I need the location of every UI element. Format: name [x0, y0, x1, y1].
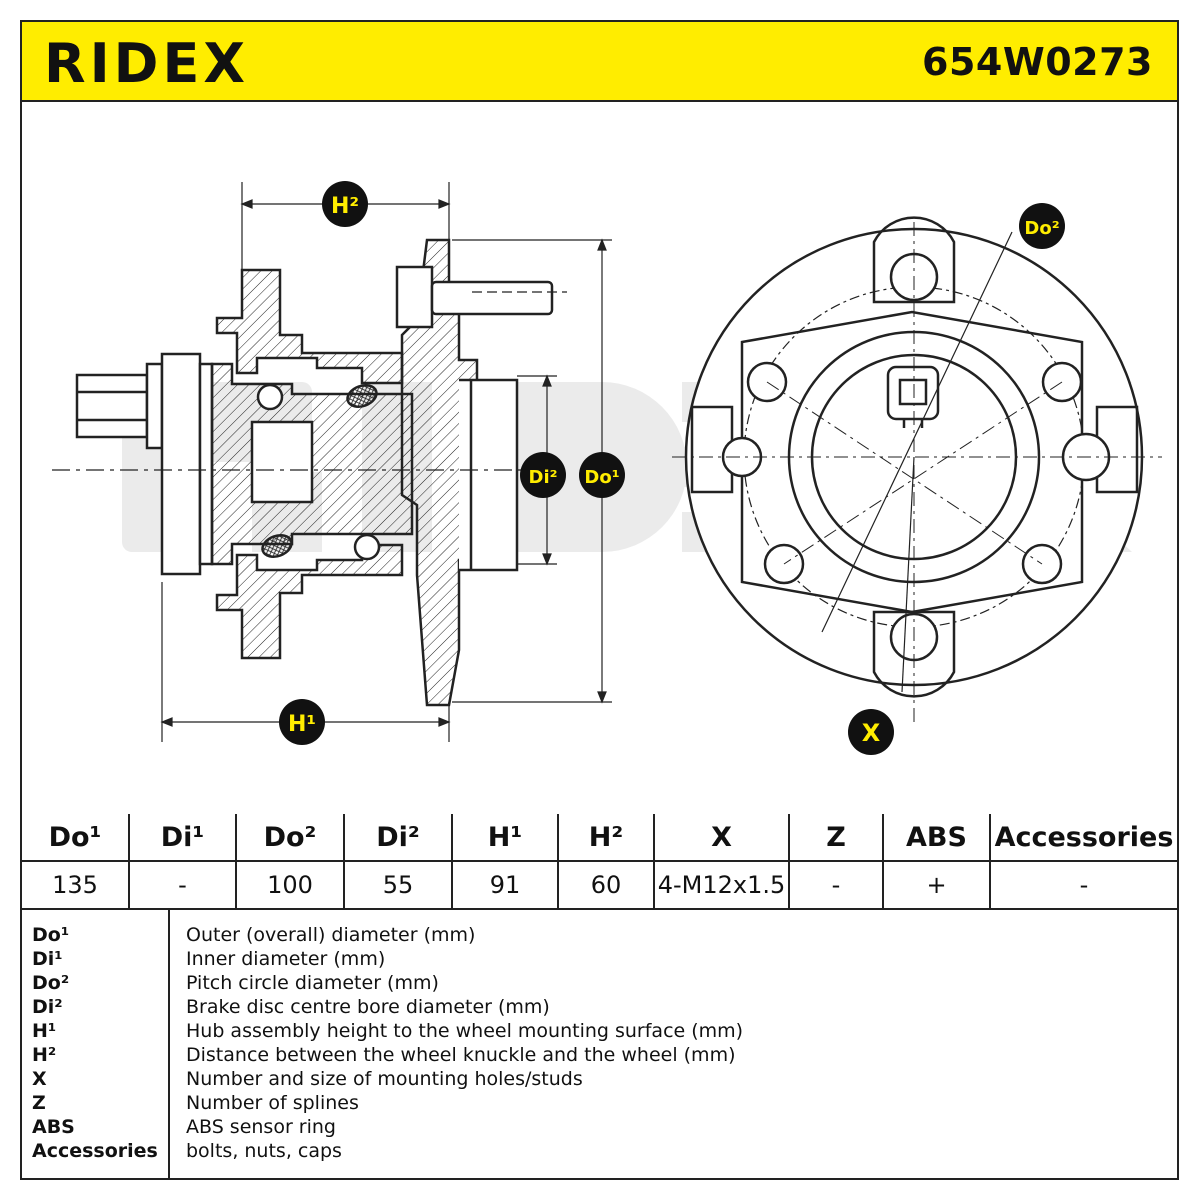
legend: Do¹ Outer (overall) diameter (mm) Di¹ In…	[22, 909, 1177, 1178]
legend-item: Di¹ Inner diameter (mm)	[32, 948, 386, 970]
header-h2: H²	[557, 814, 655, 862]
spec-value-row: 135 - 100 55 91 60 4-M12x1.5 - + -	[22, 860, 1177, 910]
header-z: Z	[788, 814, 884, 862]
value-do2: 100	[235, 860, 345, 910]
value-h1: 91	[451, 860, 559, 910]
side-view	[52, 238, 567, 707]
value-x: 4-M12x1.5	[653, 860, 790, 910]
value-z: -	[788, 860, 884, 910]
svg-text:H²: H²	[331, 194, 359, 219]
legend-item: H² Distance between the wheel knuckle an…	[32, 1044, 736, 1066]
label-di2: Di²	[520, 452, 566, 498]
svg-text:X: X	[862, 719, 881, 747]
header-do1: Do¹	[22, 814, 130, 862]
technical-drawing: H² H¹ Di² Do¹ Do²	[22, 102, 1177, 814]
svg-text:Do²: Do²	[1024, 218, 1059, 239]
spec-sheet: RIDEX 654W0273	[20, 20, 1179, 1180]
legend-item: Z Number of splines	[32, 1092, 359, 1114]
part-number: 654W0273	[922, 40, 1153, 84]
value-di2: 55	[343, 860, 453, 910]
spec-header-row: Do¹ Di¹ Do² Di² H¹ H² X Z ABS Accessorie…	[22, 814, 1177, 862]
header-abs: ABS	[882, 814, 991, 862]
svg-text:Do¹: Do¹	[584, 467, 619, 488]
header-x: X	[653, 814, 790, 862]
ridex-logo: RIDEX	[44, 34, 249, 90]
header-accessories: Accessories	[989, 814, 1177, 862]
header-di1: Di¹	[128, 814, 237, 862]
svg-text:H¹: H¹	[288, 712, 316, 737]
legend-item: ABS ABS sensor ring	[32, 1116, 336, 1138]
value-do1: 135	[22, 860, 130, 910]
label-x: X	[848, 709, 894, 755]
label-h2: H²	[322, 181, 368, 227]
front-view	[672, 216, 1162, 722]
legend-item: Do² Pitch circle diameter (mm)	[32, 972, 439, 994]
label-do1: Do¹	[579, 452, 625, 498]
label-do2: Do²	[1019, 203, 1065, 249]
value-di1: -	[128, 860, 237, 910]
value-abs: +	[882, 860, 991, 910]
legend-item: Accessories bolts, nuts, caps	[32, 1140, 342, 1162]
spec-table: Do¹ Di¹ Do² Di² H¹ H² X Z ABS Accessorie…	[22, 814, 1177, 910]
value-h2: 60	[557, 860, 655, 910]
header-do2: Do²	[235, 814, 345, 862]
legend-item: Do¹ Outer (overall) diameter (mm)	[32, 924, 476, 946]
legend-divider	[168, 909, 170, 1178]
header-di2: Di²	[343, 814, 453, 862]
label-h1: H¹	[279, 699, 325, 745]
legend-item: X Number and size of mounting holes/stud…	[32, 1068, 583, 1090]
value-accessories: -	[989, 860, 1177, 910]
header-h1: H¹	[451, 814, 559, 862]
svg-text:RIDEX: RIDEX	[44, 34, 249, 90]
svg-text:Di²: Di²	[529, 467, 558, 488]
legend-item: H¹ Hub assembly height to the wheel moun…	[32, 1020, 744, 1042]
legend-item: Di² Brake disc centre bore diameter (mm)	[32, 996, 550, 1018]
header-bar: RIDEX 654W0273	[22, 22, 1177, 102]
